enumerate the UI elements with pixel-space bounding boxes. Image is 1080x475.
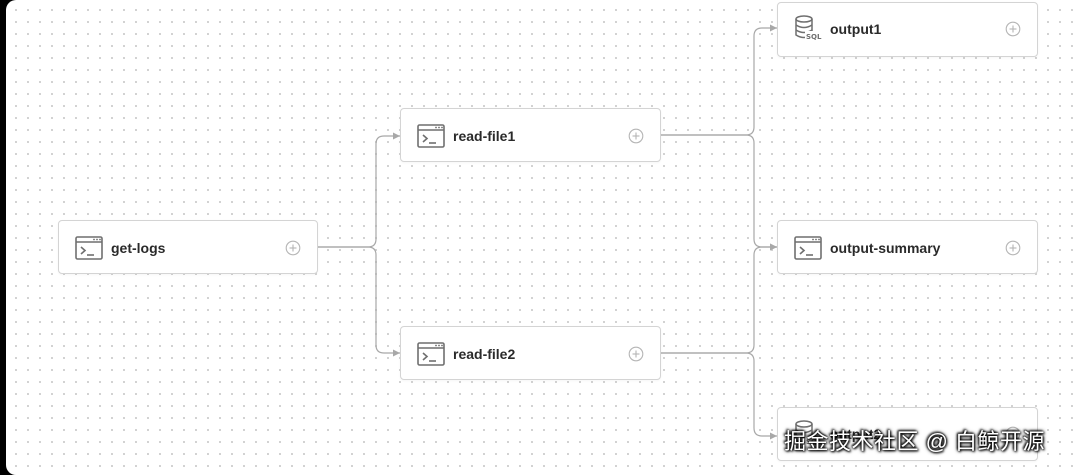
terminal-icon xyxy=(417,342,445,366)
terminal-icon xyxy=(794,236,822,260)
node-get-logs[interactable]: get-logs xyxy=(58,220,318,274)
terminal-icon xyxy=(75,236,103,260)
node-output-summary[interactable]: output-summary xyxy=(777,220,1038,274)
node-label: output-summary xyxy=(830,240,941,256)
plus-circle-icon[interactable] xyxy=(628,128,644,144)
edge-read-file1-output1 xyxy=(661,24,777,136)
plus-circle-icon[interactable] xyxy=(628,346,644,362)
sql-database-icon: SQL xyxy=(795,15,822,41)
node-label: read-file2 xyxy=(453,346,516,362)
node-output2[interactable]: SQL output2 xyxy=(777,407,1038,461)
edge-get-logs-read-file2 xyxy=(318,246,400,357)
dag-canvas[interactable]: get-logs read-file1 xyxy=(6,0,1080,475)
node-label: output1 xyxy=(830,21,882,37)
edge-read-file1-output-summary xyxy=(661,134,777,251)
plus-circle-icon[interactable] xyxy=(1005,426,1021,442)
edge-read-file2-output-summary xyxy=(661,243,777,354)
node-label: read-file1 xyxy=(453,128,516,144)
node-output1[interactable]: SQL output1 xyxy=(777,2,1038,57)
edge-read-file2-output2 xyxy=(661,352,777,440)
svg-text:SQL: SQL xyxy=(806,33,822,41)
plus-circle-icon[interactable] xyxy=(285,240,301,256)
plus-circle-icon[interactable] xyxy=(1005,240,1021,256)
sql-database-icon: SQL xyxy=(795,420,822,446)
edge-get-logs-read-file1 xyxy=(318,132,400,248)
terminal-icon xyxy=(417,124,445,148)
plus-circle-icon[interactable] xyxy=(1005,21,1021,37)
node-read-file2[interactable]: read-file2 xyxy=(400,326,661,380)
svg-text:SQL: SQL xyxy=(806,438,822,446)
node-read-file1[interactable]: read-file1 xyxy=(400,108,661,162)
node-label: get-logs xyxy=(111,240,166,256)
watermark: 掘金技术社区 @ 白鲸开源 xyxy=(784,429,1046,454)
node-label: output2 xyxy=(830,426,882,442)
